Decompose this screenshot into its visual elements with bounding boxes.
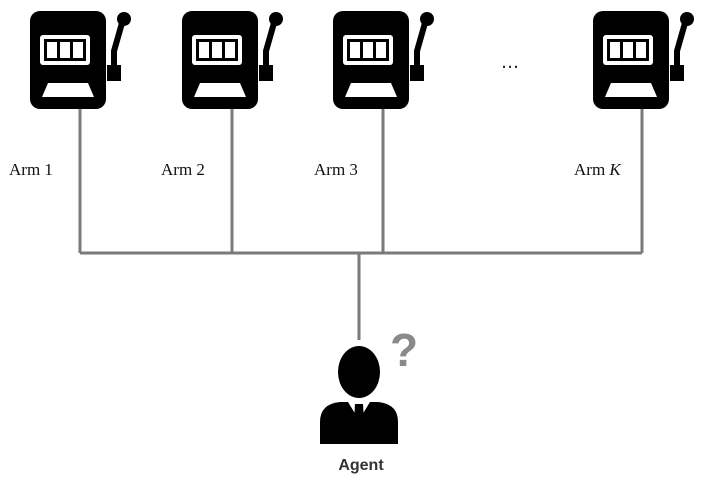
- ellipsis: …: [501, 52, 520, 73]
- connector-lines: [78, 108, 644, 340]
- arm-label-2: Arm 2: [161, 160, 205, 179]
- question-mark-icon: ?: [390, 324, 419, 376]
- slot-machine-icon: [593, 11, 694, 109]
- arm-label-k: Arm K: [574, 160, 621, 179]
- agent-label: Agent: [338, 457, 384, 474]
- slot-machine-icon: [182, 11, 283, 109]
- slot-machine-icon: [333, 11, 434, 109]
- arm-label-3: Arm 3: [314, 160, 358, 179]
- person-icon: [320, 346, 398, 444]
- slot-machine-icon: [30, 11, 131, 109]
- arm-label-1: Arm 1: [9, 160, 53, 179]
